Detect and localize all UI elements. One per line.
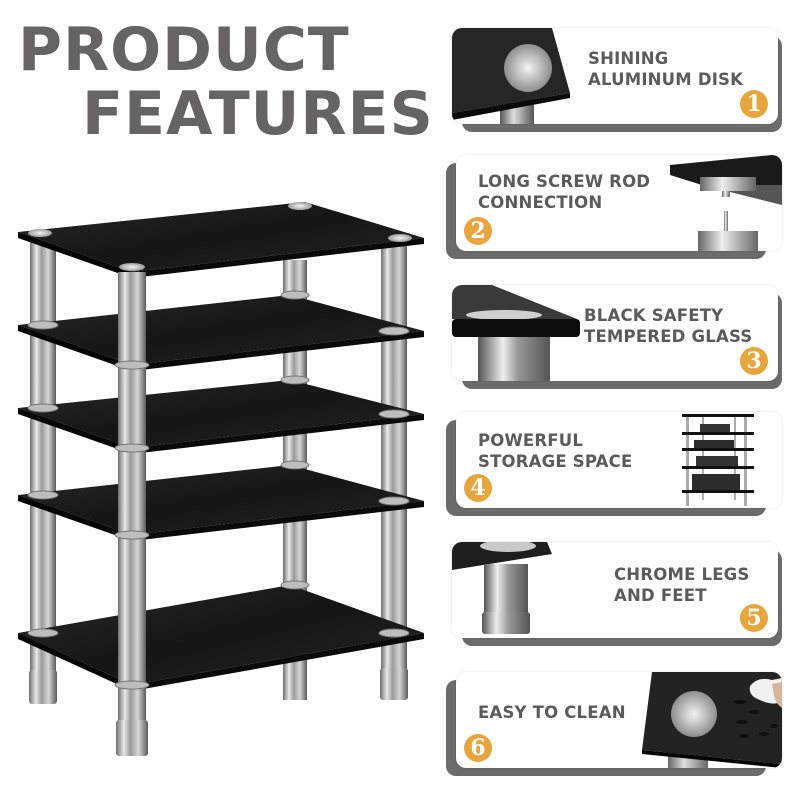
card-face: EASY TO CLEAN 6 bbox=[456, 672, 782, 768]
feature-label: EASY TO CLEAN bbox=[478, 703, 626, 722]
card-face: SHINING ALUMINUM DISK 1 bbox=[452, 28, 778, 124]
number-badge-1: 1 bbox=[740, 90, 768, 118]
card-face: POWERFUL STORAGE SPACE 4 bbox=[456, 412, 782, 508]
number-badge-5: 5 bbox=[740, 604, 768, 632]
number-badge-3: 3 bbox=[740, 347, 768, 375]
card-face: CHROME LEGS AND FEET 5 bbox=[452, 542, 778, 638]
number-badge-2: 2 bbox=[464, 217, 492, 245]
card-face: LONG SCREW ROD CONNECTION 2 bbox=[456, 155, 782, 251]
screw-rod-image bbox=[670, 155, 782, 251]
tempered-glass-image bbox=[452, 285, 580, 381]
feature-card-1: SHINING ALUMINUM DISK 1 bbox=[452, 28, 784, 132]
feature-label: BLACK SAFETY TEMPERED GLASS bbox=[584, 306, 753, 346]
title-line-1: PRODUCT bbox=[18, 15, 350, 85]
feature-card-6: EASY TO CLEAN 6 bbox=[446, 672, 784, 776]
feature-label: POWERFUL STORAGE SPACE bbox=[478, 431, 633, 471]
page-title: PRODUCT FEATURES bbox=[14, 18, 433, 146]
feature-label: SHINING ALUMINUM DISK bbox=[588, 49, 744, 89]
feature-card-5: CHROME LEGS AND FEET 5 bbox=[452, 542, 784, 646]
chrome-leg-image bbox=[452, 542, 552, 634]
glass-shelves bbox=[18, 202, 424, 691]
feature-card-4: POWERFUL STORAGE SPACE 4 bbox=[446, 412, 784, 516]
number-badge-6: 6 bbox=[464, 734, 492, 762]
aluminum-disk-image bbox=[452, 28, 570, 124]
number-badge-4: 4 bbox=[464, 474, 492, 502]
feature-card-2: LONG SCREW ROD CONNECTION 2 bbox=[446, 155, 784, 259]
card-face: BLACK SAFETY TEMPERED GLASS 3 bbox=[452, 285, 778, 381]
aluminum-disks bbox=[28, 202, 412, 271]
feature-label: LONG SCREW ROD CONNECTION bbox=[478, 172, 651, 212]
product-rack-image bbox=[0, 190, 440, 770]
title-line-2: FEATURES bbox=[82, 79, 434, 149]
feature-label: CHROME LEGS AND FEET bbox=[614, 565, 750, 605]
easy-clean-image bbox=[642, 672, 782, 768]
storage-rack-image bbox=[682, 414, 754, 506]
front-legs bbox=[27, 272, 410, 756]
feature-card-3: BLACK SAFETY TEMPERED GLASS 3 bbox=[452, 285, 784, 389]
